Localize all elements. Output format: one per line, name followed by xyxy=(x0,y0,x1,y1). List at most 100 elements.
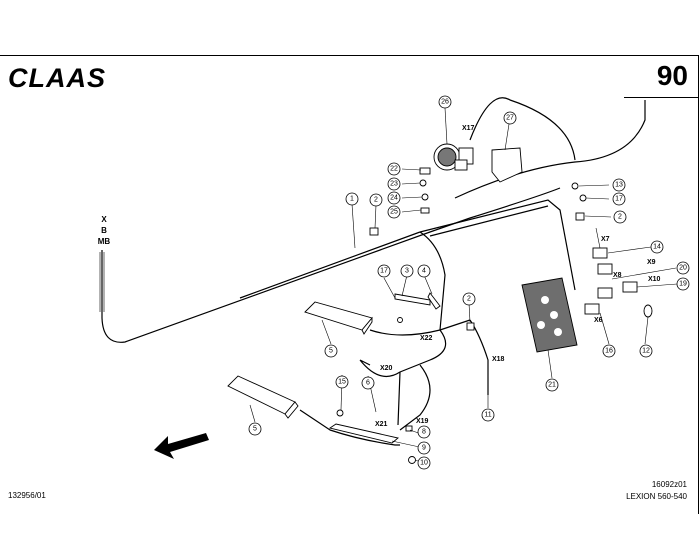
callout-27: 27 xyxy=(506,115,514,122)
label-x8: X8 xyxy=(613,272,622,279)
callout-17b: 17 xyxy=(615,196,623,203)
callout-5b: 5 xyxy=(253,426,257,433)
label-x21: X21 xyxy=(375,421,388,428)
label-x6: X6 xyxy=(594,317,603,324)
cap-12 xyxy=(643,304,653,318)
harness-to-bracket xyxy=(239,231,421,299)
bolt-17-lower xyxy=(397,317,403,323)
label-x22: X22 xyxy=(420,335,433,342)
lamp-mount xyxy=(454,159,468,171)
direction-arrow xyxy=(154,433,209,459)
lamp-unit-5-upper-side xyxy=(361,316,373,335)
nut-10 xyxy=(408,456,416,464)
callout-3: 3 xyxy=(405,268,409,275)
callout-13: 13 xyxy=(615,182,623,189)
callout-6: 6 xyxy=(366,380,370,387)
callout-10: 10 xyxy=(420,460,428,467)
bracket-4 xyxy=(427,292,441,310)
model-label: LEXION 560-540 xyxy=(626,492,687,501)
bracket-27 xyxy=(491,147,523,183)
callout-2b: 2 xyxy=(618,214,622,221)
callout-24: 24 xyxy=(390,195,398,202)
callout-circle-25 xyxy=(387,205,401,219)
callout-circle-23 xyxy=(387,177,401,191)
clip-2-mid xyxy=(466,322,475,331)
side-label-mb: MB xyxy=(98,237,111,246)
callout-circle-10 xyxy=(417,456,431,470)
callout-1: 1 xyxy=(350,196,354,203)
connector-x9 xyxy=(597,263,613,275)
callout-11: 11 xyxy=(484,412,491,419)
callout-circle-4 xyxy=(417,264,431,278)
callouts: 1 2 2 2 3 4 5 5 6 8 9 10 11 12 13 14 xyxy=(248,95,690,470)
callout-circle-14 xyxy=(650,240,664,254)
callout-9: 9 xyxy=(422,445,426,452)
label-x9: X9 xyxy=(647,259,656,266)
upper-loop-cable xyxy=(454,100,646,199)
callout-25: 25 xyxy=(390,209,398,216)
label-x10: X10 xyxy=(648,276,661,283)
bolt-15 xyxy=(336,409,344,417)
callout-circle-5a xyxy=(324,344,338,358)
callout-circle-19 xyxy=(676,277,690,291)
clip-25 xyxy=(420,207,430,214)
lower-harness xyxy=(359,319,489,431)
bolt-22 xyxy=(419,167,431,175)
callout-2c: 2 xyxy=(467,296,471,303)
callout-16: 16 xyxy=(605,348,613,355)
callout-circle-2c xyxy=(462,292,476,306)
connector-x10 xyxy=(622,281,638,293)
lamp-loop-cable xyxy=(469,97,576,161)
page-number-rule xyxy=(624,97,699,98)
label-x7: X7 xyxy=(601,236,610,243)
callout-12: 12 xyxy=(642,348,650,355)
callout-circle-12 xyxy=(639,344,653,358)
callout-circle-21 xyxy=(545,378,559,392)
callout-2a: 2 xyxy=(374,197,378,204)
connector-labels: X17 X7 X9 X8 X10 X6 X22 X18 X20 X21 X19 xyxy=(375,125,661,428)
nut-23 xyxy=(419,179,427,187)
clip-2-right xyxy=(575,212,585,221)
plate-21 xyxy=(521,277,578,353)
callout-circle-9 xyxy=(417,441,431,455)
callout-circle-13 xyxy=(612,178,626,192)
callout-14: 14 xyxy=(653,244,661,251)
lower-harness-2 xyxy=(299,409,400,446)
callout-circle-1 xyxy=(345,192,359,206)
lamp-unit-5-lower-side xyxy=(284,401,299,419)
callout-circle-20 xyxy=(676,261,690,275)
callout-circle-8 xyxy=(417,425,431,439)
label-x18: X18 xyxy=(492,356,505,363)
plate-hole-1 xyxy=(541,296,549,304)
callout-circle-11 xyxy=(481,408,495,422)
callout-17a: 17 xyxy=(380,268,388,275)
washer-17 xyxy=(579,194,587,202)
nut-13 xyxy=(571,182,579,190)
frame-bracket xyxy=(419,199,576,331)
lamp-unit-5-lower xyxy=(227,375,296,415)
callout-circle-16 xyxy=(602,344,616,358)
claas-logo: CLAAS xyxy=(8,64,106,92)
plate-hole-4 xyxy=(554,328,562,336)
callout-circle-2b xyxy=(613,210,627,224)
label-x19: X19 xyxy=(416,418,429,425)
plate-hole-2 xyxy=(550,311,558,319)
harness-braid xyxy=(99,252,105,312)
connector-x8 xyxy=(597,287,613,299)
callout-19: 19 xyxy=(679,281,687,288)
brand-logo-text: CLAAS xyxy=(8,64,106,92)
callout-circle-15 xyxy=(335,375,349,389)
washer-24 xyxy=(421,193,429,201)
connector-x6 xyxy=(584,303,600,315)
callout-circle-2a xyxy=(369,193,383,207)
callout-circle-6 xyxy=(361,376,375,390)
callout-26: 26 xyxy=(441,99,449,106)
callout-8: 8 xyxy=(422,429,426,436)
callout-circle-22 xyxy=(387,162,401,176)
strip-9 xyxy=(328,423,399,444)
label-x20: X20 xyxy=(380,365,393,372)
drawing-frame xyxy=(0,55,699,514)
work-lamp-lens xyxy=(437,147,457,167)
callout-23: 23 xyxy=(390,181,398,188)
document-code: 132956/01 xyxy=(8,491,46,500)
